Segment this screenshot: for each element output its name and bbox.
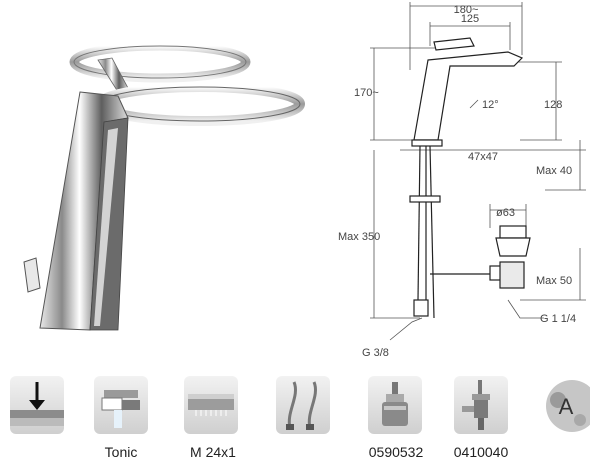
dim-base: 47x47 <box>468 151 498 163</box>
cartridge-icon <box>368 376 422 434</box>
dim-width-spout: 125 <box>461 13 479 25</box>
dim-height-spout: 170~ <box>354 87 379 99</box>
dim-height-total: 128 <box>544 99 562 111</box>
energy-class-letter: A <box>559 394 574 419</box>
tonic-cartridge-icon <box>94 376 148 434</box>
deck-mount-icon <box>10 376 64 434</box>
dim-max-depth: Max 350 <box>338 231 380 243</box>
waste-valve-caption: 0410040 <box>453 444 509 460</box>
faucet-photo <box>23 41 305 331</box>
dim-supply-thread: G 3/8 <box>362 347 389 359</box>
technical-drawing: 180~ 125 170~ 12° 128 47x47 Max 40 Max 3… <box>338 2 586 359</box>
flexible-hoses-icon <box>276 376 330 434</box>
dim-waste-diameter: ø63 <box>496 207 515 219</box>
cartridge-caption: 0590532 <box>368 444 424 460</box>
aerator-icon <box>184 376 238 434</box>
energy-class-icon: A <box>536 376 590 434</box>
tonic-caption: Tonic <box>104 444 138 460</box>
dim-spout-angle: 12° <box>482 99 499 111</box>
aerator-caption: M 24x1 <box>190 444 236 460</box>
dim-waste-thread: G 1 1/4 <box>540 313 576 325</box>
dim-waste-max: Max 50 <box>536 275 572 287</box>
dim-max-thickness: Max 40 <box>536 165 572 177</box>
dim-width-total: 180~ <box>454 4 479 16</box>
waste-valve-icon <box>454 376 508 434</box>
